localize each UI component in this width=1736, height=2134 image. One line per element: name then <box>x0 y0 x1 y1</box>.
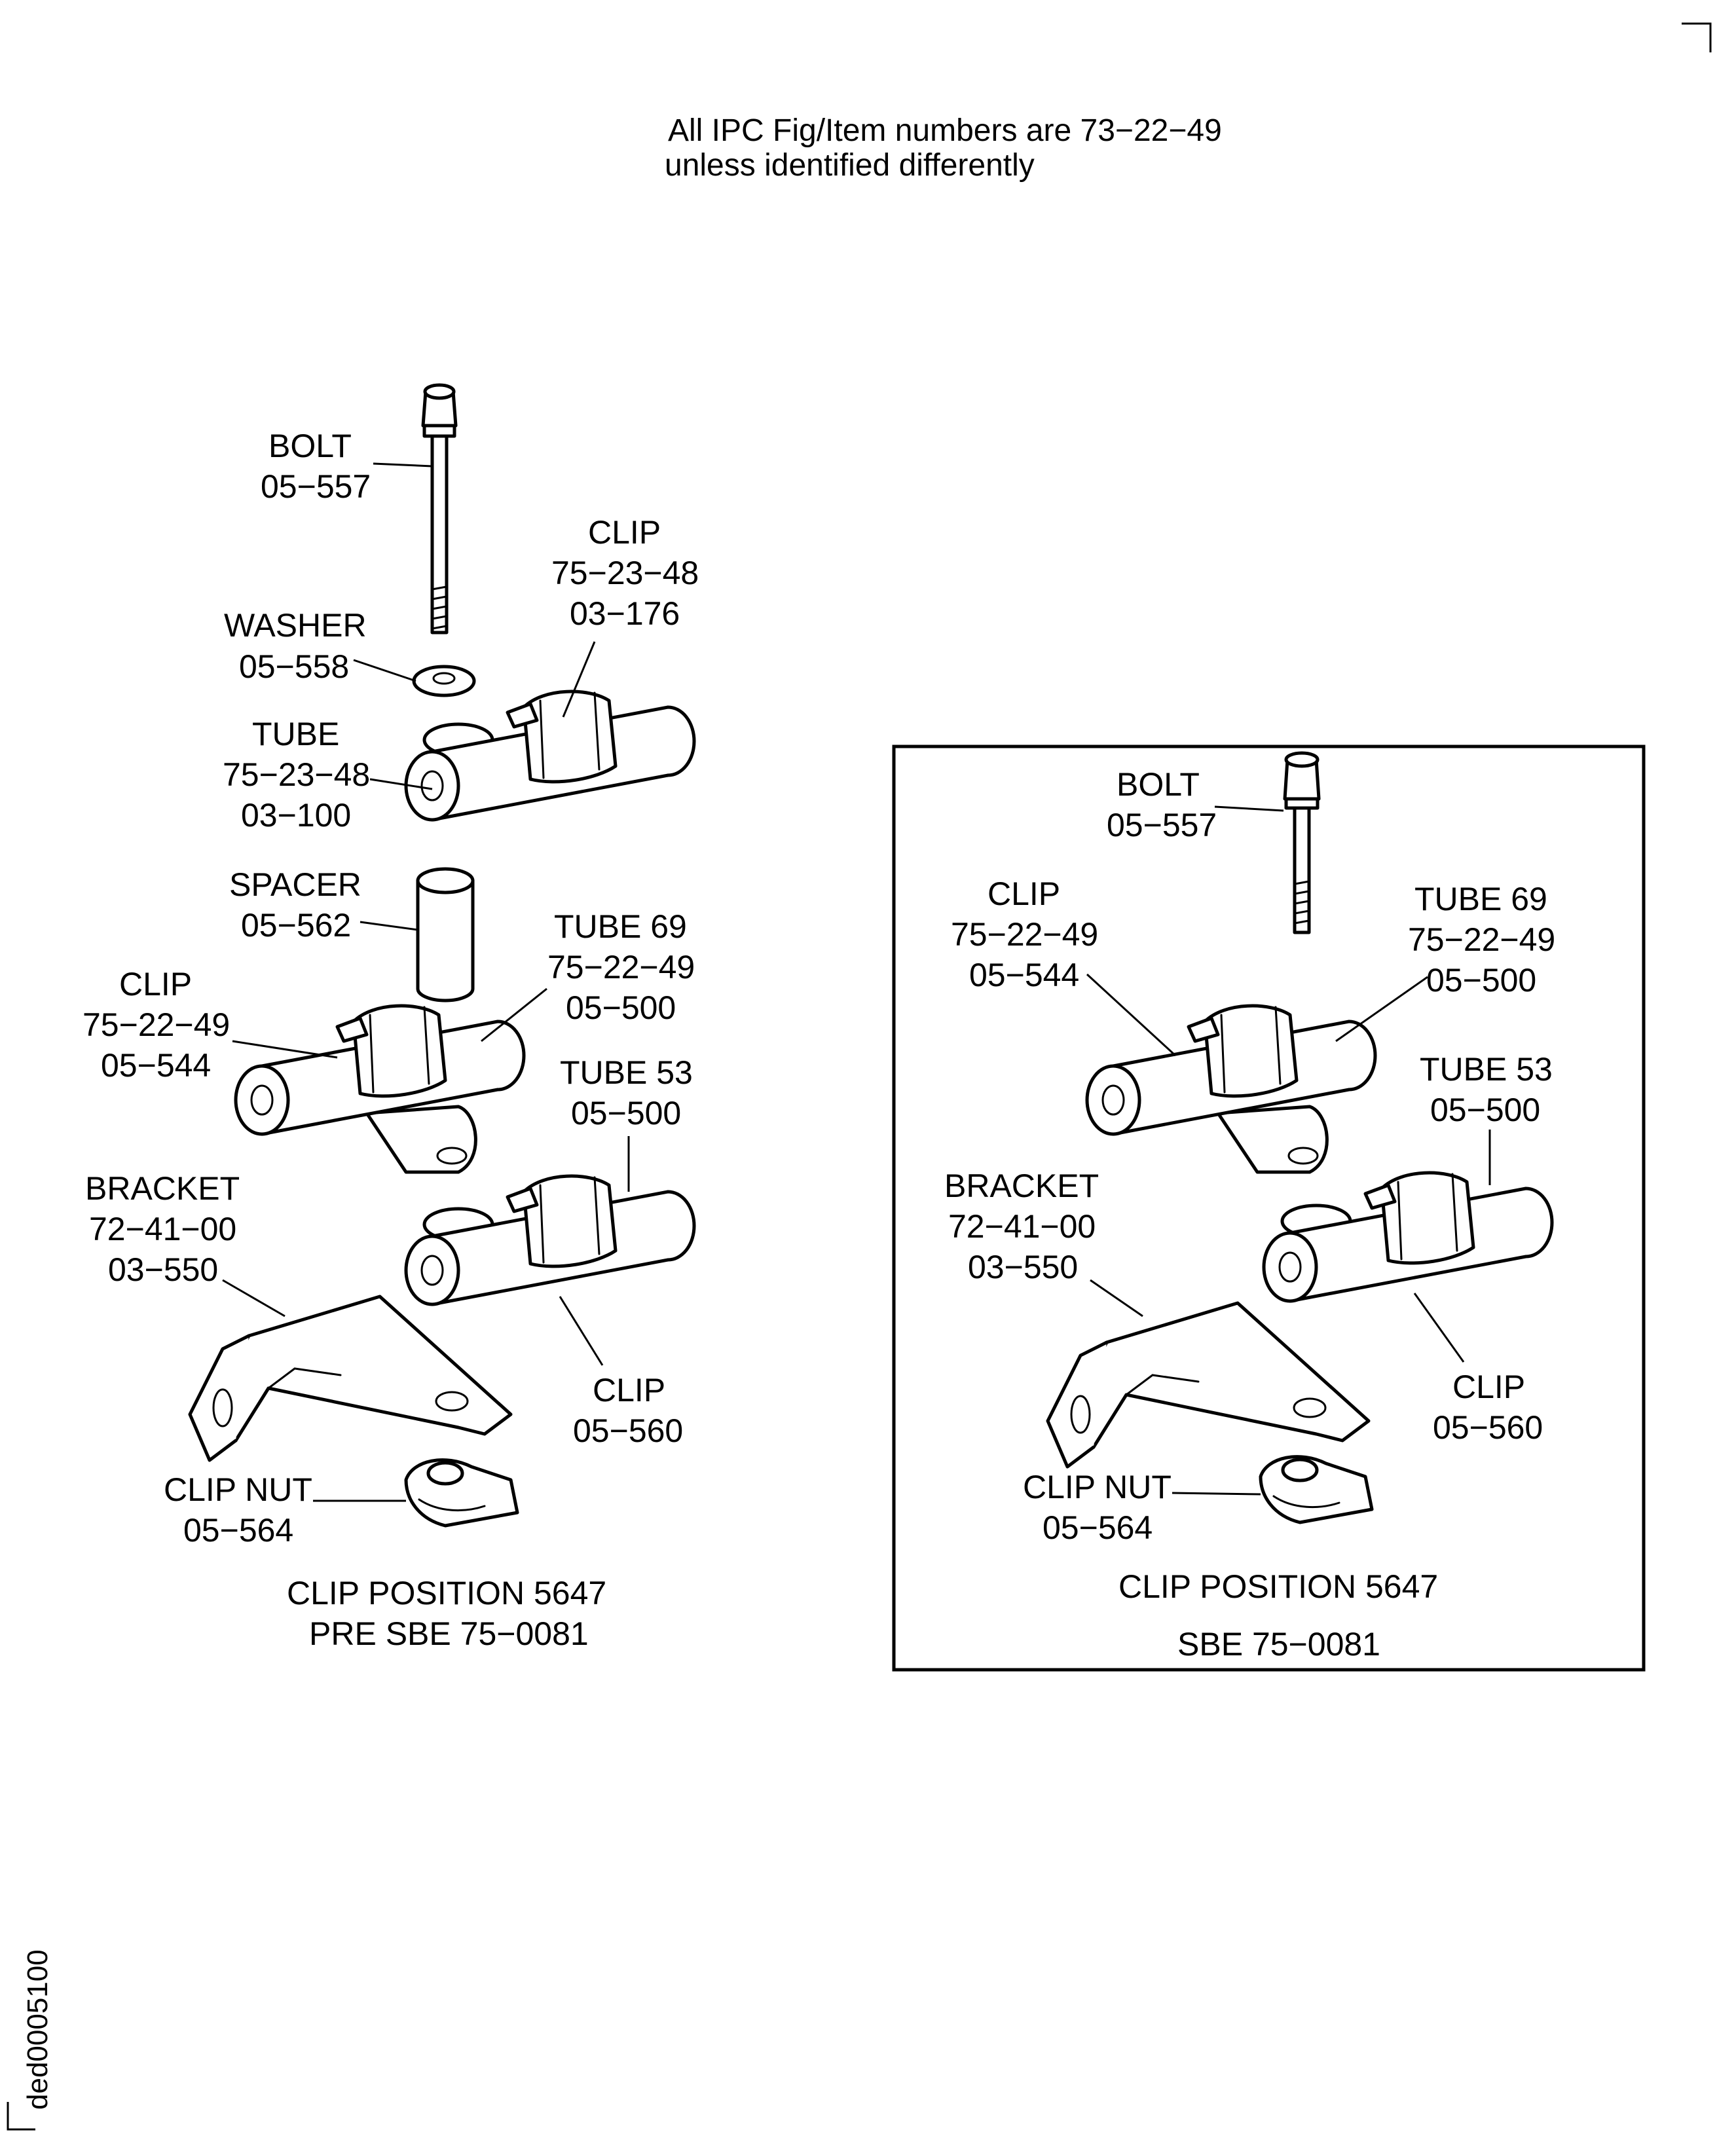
label-spacer-num: 05−562 <box>241 907 351 944</box>
label-clip-top-ata: 75−23−48 <box>551 555 699 591</box>
label-tube69-num: 05−500 <box>566 989 676 1026</box>
label-spacer: SPACER <box>229 866 361 903</box>
right-exploded-view: BOLT 05−557 CLIP 75−22−49 05−544 TUBE 69… <box>944 753 1555 1663</box>
label-clip-mid-ata: 75−22−49 <box>83 1006 230 1043</box>
label-r-bracket-num: 03−550 <box>968 1249 1078 1285</box>
label-r-tube69-ata: 75−22−49 <box>1408 921 1555 958</box>
label-tube-num: 03−100 <box>241 797 351 834</box>
left-washer-part <box>412 665 476 697</box>
label-r-clip-low: CLIP <box>1452 1369 1525 1405</box>
drawing-id: ded0005100 <box>22 1949 54 2110</box>
label-tube53-num: 05−500 <box>571 1095 681 1131</box>
label-r-clip-low-num: 05−560 <box>1433 1409 1543 1446</box>
label-tube: TUBE <box>252 716 339 752</box>
label-bolt-num: 05−557 <box>261 468 371 505</box>
left-bracket-part <box>190 1297 511 1460</box>
label-r-bracket-ata: 72−41−00 <box>948 1208 1096 1245</box>
label-r-clip-mid: CLIP <box>988 875 1060 912</box>
label-clip-top-num: 03−176 <box>570 595 680 632</box>
id-corner-mark <box>7 2102 35 2131</box>
left-mid-tube-part <box>236 1006 524 1174</box>
label-r-bolt-num: 05−557 <box>1107 807 1217 843</box>
label-clip-mid: CLIP <box>119 966 192 1003</box>
header-note-line-2: unless identified differently <box>665 148 1035 183</box>
label-clip-nut-num: 05−564 <box>183 1512 293 1549</box>
right-bracket-part <box>1048 1303 1369 1467</box>
right-mid-tube-part <box>1087 1006 1375 1174</box>
caption-left-line-2: PRE SBE 75−0081 <box>309 1615 589 1652</box>
left-top-tube-part <box>406 691 694 820</box>
sbe-view-frame <box>892 745 1646 1672</box>
label-tube-ata: 75−23−48 <box>223 756 370 793</box>
left-bolt-part <box>421 383 458 635</box>
label-bracket: BRACKET <box>85 1170 240 1207</box>
label-r-bracket: BRACKET <box>944 1168 1099 1204</box>
label-bolt: BOLT <box>268 428 352 464</box>
label-r-clip-nut: CLIP NUT <box>1023 1469 1172 1505</box>
left-clip-nut-part <box>406 1460 517 1526</box>
caption-right-line-1: CLIP POSITION 5647 <box>1118 1568 1438 1605</box>
label-tube69: TUBE 69 <box>554 908 687 945</box>
caption-left-line-1: CLIP POSITION 5647 <box>287 1575 606 1611</box>
label-r-clip-mid-ata: 75−22−49 <box>951 916 1098 953</box>
label-tube69-ata: 75−22−49 <box>547 949 695 985</box>
left-spacer-part <box>416 867 475 1003</box>
label-washer: WASHER <box>224 607 367 644</box>
label-clip-nut: CLIP NUT <box>164 1471 312 1508</box>
label-clip-mid-num: 05−544 <box>101 1047 211 1084</box>
label-clip-low-num: 05−560 <box>573 1412 683 1449</box>
corner-mark <box>1682 22 1712 52</box>
label-washer-num: 05−558 <box>239 648 349 685</box>
label-r-tube69-num: 05−500 <box>1426 962 1536 999</box>
caption-right-line-2: SBE 75−0081 <box>1177 1626 1380 1663</box>
label-r-clip-mid-num: 05−544 <box>969 957 1079 993</box>
label-r-bolt: BOLT <box>1117 766 1200 803</box>
header-note-line-1: All IPC Fig/Item numbers are 73−22−49 <box>668 113 1222 148</box>
right-bolt-part <box>1285 753 1319 932</box>
label-r-tube53-num: 05−500 <box>1430 1092 1540 1128</box>
label-bracket-ata: 72−41−00 <box>89 1211 236 1247</box>
right-lower-tube-part <box>1264 1173 1552 1301</box>
label-tube53: TUBE 53 <box>560 1054 693 1091</box>
label-clip-top: CLIP <box>588 514 661 551</box>
label-r-tube69: TUBE 69 <box>1414 881 1547 917</box>
right-clip-nut-part <box>1261 1457 1372 1522</box>
left-exploded-view: BOLT 05−557 WASHER 05−558 CLIP 75−23−48 … <box>83 383 699 1652</box>
left-lower-tube-part <box>406 1176 694 1304</box>
label-clip-low: CLIP <box>593 1372 665 1408</box>
label-bracket-num: 03−550 <box>108 1251 218 1288</box>
label-r-tube53: TUBE 53 <box>1420 1051 1553 1088</box>
label-r-clip-nut-num: 05−564 <box>1043 1509 1153 1546</box>
